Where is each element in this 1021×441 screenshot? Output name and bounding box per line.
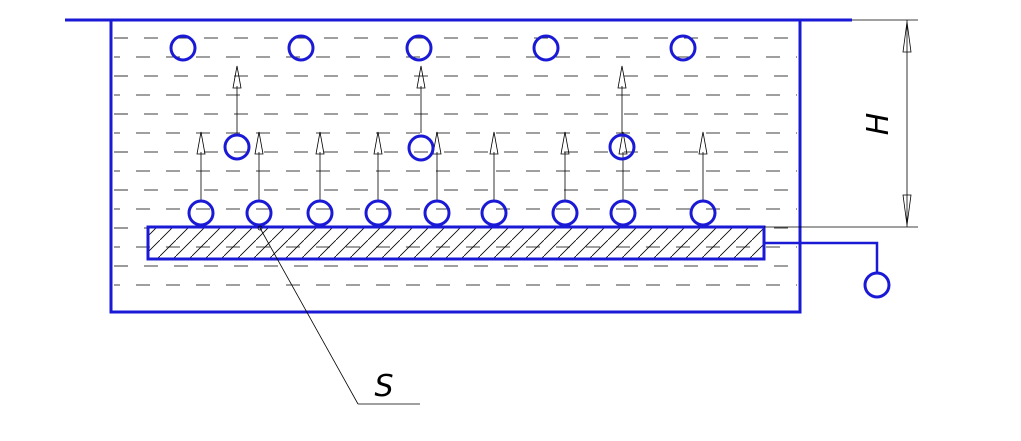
- arrow-up-icon: [560, 131, 570, 155]
- bubbles: [169, 34, 717, 227]
- bubble-icon: [223, 133, 251, 161]
- bubble-icon: [169, 34, 197, 62]
- leader-line: [259, 227, 359, 405]
- bubble-icon: [551, 199, 579, 227]
- lead-wire: [764, 241, 879, 272]
- bubble-icon: [187, 199, 215, 227]
- arrow-up-icon: [373, 131, 383, 155]
- leader-dot: [257, 225, 263, 231]
- arrow-up-icon: [416, 65, 426, 89]
- height-dimension: H: [764, 19, 918, 228]
- plate-hatched-rect: [146, 225, 766, 261]
- bubble-icon: [364, 199, 392, 227]
- arrow-up-icon: [254, 131, 264, 155]
- bubble-icon: [689, 199, 717, 227]
- arrow-up-icon: [489, 131, 499, 155]
- bubble-icon: [669, 34, 697, 62]
- tank: [65, 18, 852, 314]
- height-label: H: [861, 113, 896, 136]
- bubble-icon: [306, 199, 334, 227]
- arrow-up-icon: [315, 131, 325, 155]
- bubble-icon: [405, 34, 433, 62]
- bubble-icon: [608, 133, 636, 161]
- area-label: S: [374, 369, 393, 404]
- bubble-icon: [287, 34, 315, 62]
- arrow-up-icon: [432, 131, 442, 155]
- arrow-up-icon: [618, 131, 628, 155]
- dimension-arrow-top-icon: [902, 21, 912, 53]
- bubble-icon: [480, 199, 508, 227]
- bubble-icon: [245, 199, 273, 227]
- arrow-up-icon: [617, 65, 627, 89]
- area-leader: S: [257, 225, 420, 405]
- terminal-icon: [863, 271, 891, 299]
- bubble-icon: [532, 34, 560, 62]
- electrical-lead: [764, 241, 891, 299]
- bubble-icon: [407, 134, 435, 162]
- arrow-up-icon: [196, 131, 206, 155]
- plate: [146, 225, 766, 261]
- dimension-arrow-bottom-icon: [902, 194, 912, 226]
- arrow-up-icon: [698, 131, 708, 155]
- bubble-icon: [609, 199, 637, 227]
- arrow-up-icon: [232, 65, 242, 89]
- bubble-icon: [423, 199, 451, 227]
- tank-walls: [109, 20, 802, 314]
- bubble-rise-arrows: [196, 65, 708, 200]
